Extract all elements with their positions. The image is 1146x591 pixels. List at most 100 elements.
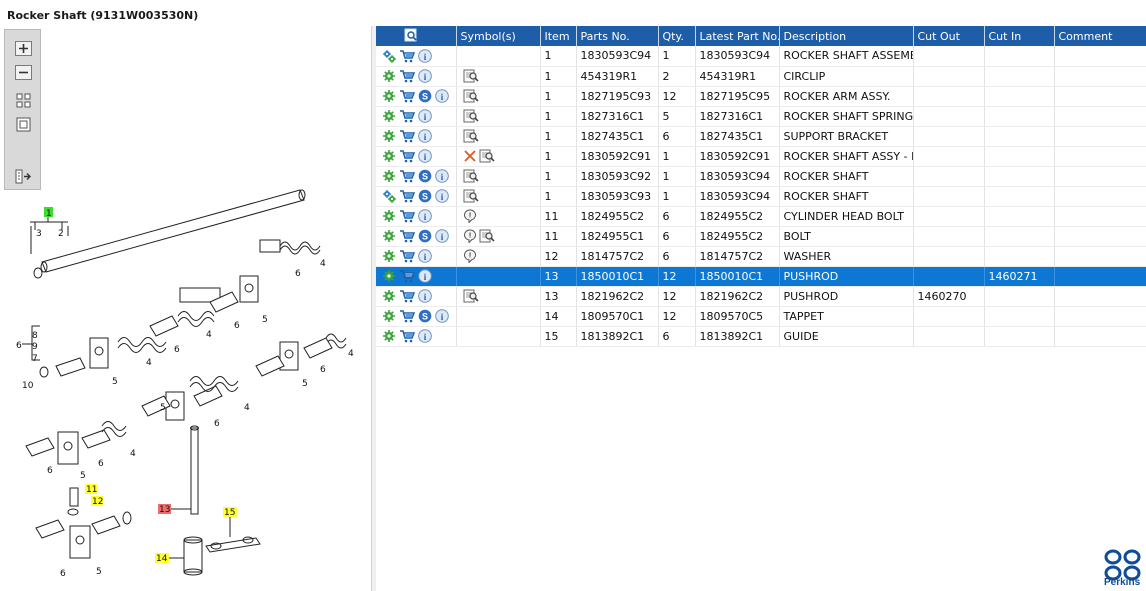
info-icon[interactable]: i xyxy=(418,149,432,163)
gear-icon[interactable] xyxy=(382,169,396,183)
column-header-qty[interactable]: Qty. xyxy=(658,26,696,46)
cart-icon[interactable] xyxy=(399,209,415,223)
cart-icon[interactable] xyxy=(399,269,415,283)
fit-page-button[interactable] xyxy=(13,115,34,134)
gear-icon[interactable] xyxy=(382,329,396,343)
cross-icon[interactable] xyxy=(463,149,477,163)
callout-11[interactable]: 11 xyxy=(86,485,97,495)
column-header-parts-no[interactable]: Parts No. xyxy=(576,26,659,46)
export-button[interactable] xyxy=(13,167,34,186)
info-icon[interactable]: i xyxy=(435,309,449,323)
gear-icon[interactable] xyxy=(382,129,396,143)
gears-icon[interactable] xyxy=(382,189,396,203)
magnify-doc-icon[interactable] xyxy=(463,109,479,123)
cart-icon[interactable] xyxy=(399,49,415,63)
gears-icon[interactable] xyxy=(382,49,396,63)
fit-all-button[interactable] xyxy=(13,91,34,110)
cart-icon[interactable] xyxy=(399,229,415,243)
gear-icon[interactable] xyxy=(382,289,396,303)
info-icon[interactable]: i xyxy=(418,129,432,143)
column-header-description[interactable]: Description xyxy=(779,26,914,46)
rocker-shaft-drawing[interactable]: 1 3 2 4 6 5 6 xyxy=(0,26,370,586)
column-header-item[interactable]: Item xyxy=(540,26,577,46)
callout-14[interactable]: 14 xyxy=(156,554,168,564)
cart-icon[interactable] xyxy=(399,249,415,263)
gear-icon[interactable] xyxy=(382,69,396,83)
info-icon[interactable]: i xyxy=(418,249,432,263)
magnify-doc-icon[interactable] xyxy=(463,129,479,143)
column-header-latest-part-no[interactable]: Latest Part No. xyxy=(695,26,780,46)
magnify-doc-icon[interactable] xyxy=(463,89,479,103)
callout-15[interactable]: 15 xyxy=(224,508,235,518)
supersession-icon[interactable]: S xyxy=(418,309,432,323)
gear-icon[interactable] xyxy=(382,249,396,263)
info-icon[interactable]: i xyxy=(435,169,449,183)
gear-icon[interactable] xyxy=(382,89,396,103)
info-icon[interactable]: i xyxy=(418,329,432,343)
column-header-actions[interactable] xyxy=(376,26,457,46)
gear-icon[interactable] xyxy=(382,149,396,163)
callout-13[interactable]: 13 xyxy=(159,505,170,515)
zoom-out-button[interactable] xyxy=(13,63,34,82)
magnify-doc-icon[interactable] xyxy=(463,189,479,203)
gear-icon[interactable] xyxy=(382,109,396,123)
column-header-cut-in[interactable]: Cut In xyxy=(984,26,1055,46)
cart-icon[interactable] xyxy=(399,169,415,183)
magnify-doc-icon[interactable] xyxy=(479,229,495,243)
pane-splitter[interactable] xyxy=(372,26,376,591)
cart-icon[interactable] xyxy=(399,69,415,83)
cart-icon[interactable] xyxy=(399,129,415,143)
cart-icon[interactable] xyxy=(399,109,415,123)
gear-icon[interactable] xyxy=(382,229,396,243)
info-icon[interactable]: i xyxy=(418,69,432,83)
supersession-icon[interactable]: S xyxy=(418,229,432,243)
column-header-symbol-s[interactable]: Symbol(s) xyxy=(456,26,541,46)
gear-icon[interactable] xyxy=(382,209,396,223)
cart-icon[interactable] xyxy=(399,149,415,163)
cart-icon[interactable] xyxy=(399,189,415,203)
magnify-doc-icon[interactable] xyxy=(463,289,479,303)
magnify-doc-icon[interactable] xyxy=(463,169,479,183)
exploded-diagram-pane[interactable]: 1 3 2 4 6 5 6 xyxy=(0,26,372,591)
info-icon[interactable]: i xyxy=(418,48,432,63)
magnify-doc-icon[interactable] xyxy=(479,149,495,163)
gear-icon[interactable] xyxy=(382,269,396,283)
supersession-icon[interactable]: S xyxy=(418,89,432,103)
gear-icon[interactable] xyxy=(382,309,396,323)
balloon-icon[interactable]: ! xyxy=(463,249,477,263)
zoom-in-button[interactable] xyxy=(13,39,34,58)
cart-icon[interactable] xyxy=(399,329,415,343)
column-header-comment[interactable]: Comment xyxy=(1054,26,1146,46)
info-icon[interactable]: i xyxy=(435,89,449,103)
info-icon[interactable]: i xyxy=(435,229,449,243)
cart-icon[interactable] xyxy=(399,289,415,303)
column-header-cut-out[interactable]: Cut Out xyxy=(913,26,985,46)
cart-icon[interactable] xyxy=(399,89,415,103)
info-icon[interactable]: i xyxy=(418,109,432,123)
balloon-icon[interactable]: ! xyxy=(463,209,477,223)
info-icon[interactable]: i xyxy=(418,209,432,223)
magnify-doc-icon[interactable] xyxy=(463,69,479,83)
balloon-icon[interactable]: ! xyxy=(463,229,477,243)
supersession-icon[interactable]: S xyxy=(418,189,432,203)
callout-1[interactable]: 1 xyxy=(46,209,52,219)
info-icon[interactable]: i xyxy=(418,269,432,283)
info-icon[interactable]: i xyxy=(435,189,449,203)
cart-icon[interactable] xyxy=(399,309,415,323)
supersession-icon[interactable]: S xyxy=(418,169,432,183)
info-icon[interactable]: i xyxy=(418,289,432,303)
